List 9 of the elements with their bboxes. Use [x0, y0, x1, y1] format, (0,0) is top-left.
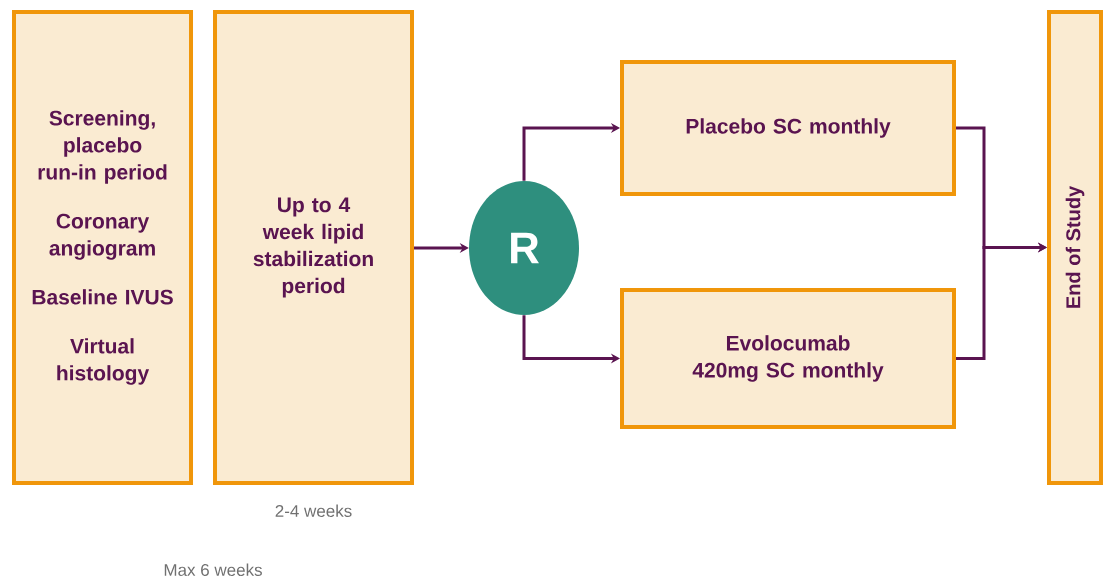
duration-label: Max 6 weeks [164, 563, 262, 576]
phase-box: Up to 4 week lipid stabilization period [213, 10, 414, 485]
duration-label: 2-4 weeks [275, 504, 352, 517]
arrow [956, 242, 1047, 360]
phase-box: Screening, placebo run-in period Coronary angiogram Baseline IVUS Virtual histology [12, 10, 193, 485]
arrow [522, 122, 620, 181]
phase-box: Evolocumab 420mg SC monthly [620, 288, 956, 429]
end-box: End of Study [1047, 10, 1103, 485]
phase-box: Placebo SC monthly [620, 60, 956, 196]
